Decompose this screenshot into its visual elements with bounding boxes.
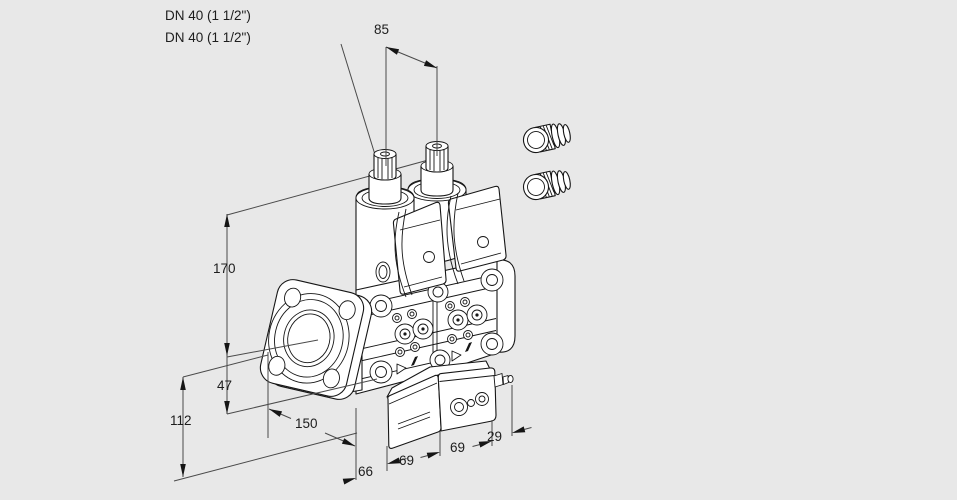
dim-47-label: 47 bbox=[217, 378, 233, 393]
dim-69b-label: 69 bbox=[450, 440, 466, 455]
dim-112-label: 112 bbox=[170, 413, 192, 428]
dim-69a-label: 69 bbox=[399, 453, 415, 468]
dim-85-label: 85 bbox=[374, 22, 390, 37]
bracket-left bbox=[392, 201, 447, 298]
valve-body bbox=[355, 258, 516, 395]
inlet-flange bbox=[259, 279, 373, 400]
dimension-85 bbox=[385, 46, 438, 166]
dimension-170 bbox=[224, 214, 319, 414]
bracket-right bbox=[446, 185, 507, 285]
cable-gland-2 bbox=[522, 170, 571, 201]
dimension-112 bbox=[173, 354, 358, 482]
dim-29-label: 29 bbox=[487, 429, 503, 444]
body-screws bbox=[392, 297, 473, 357]
pressure-test-points bbox=[394, 304, 488, 345]
dn-label-2: DN 40 (1 1/2") bbox=[165, 30, 251, 45]
cable-gland-1 bbox=[522, 123, 571, 154]
bolt-hole bbox=[268, 355, 286, 376]
dimension-47 bbox=[224, 378, 378, 415]
regulator-box bbox=[386, 360, 514, 449]
dimension-lines-back bbox=[226, 43, 433, 216]
dim-170-label: 170 bbox=[213, 261, 236, 276]
dimension-chain-bottom bbox=[342, 385, 532, 485]
dimension-150 bbox=[267, 352, 357, 480]
test-nozzle bbox=[493, 373, 514, 388]
flow-direction-symbols bbox=[396, 342, 472, 375]
dim-66-label: 66 bbox=[358, 464, 374, 479]
dim-150-label: 150 bbox=[293, 416, 320, 432]
bolt-hole bbox=[338, 300, 356, 321]
dn-label-1: DN 40 (1 1/2") bbox=[165, 8, 251, 23]
bolt-hole bbox=[322, 368, 340, 389]
body-bolts bbox=[369, 268, 504, 384]
actuator-left bbox=[355, 149, 415, 294]
bolt-hole bbox=[284, 287, 302, 308]
